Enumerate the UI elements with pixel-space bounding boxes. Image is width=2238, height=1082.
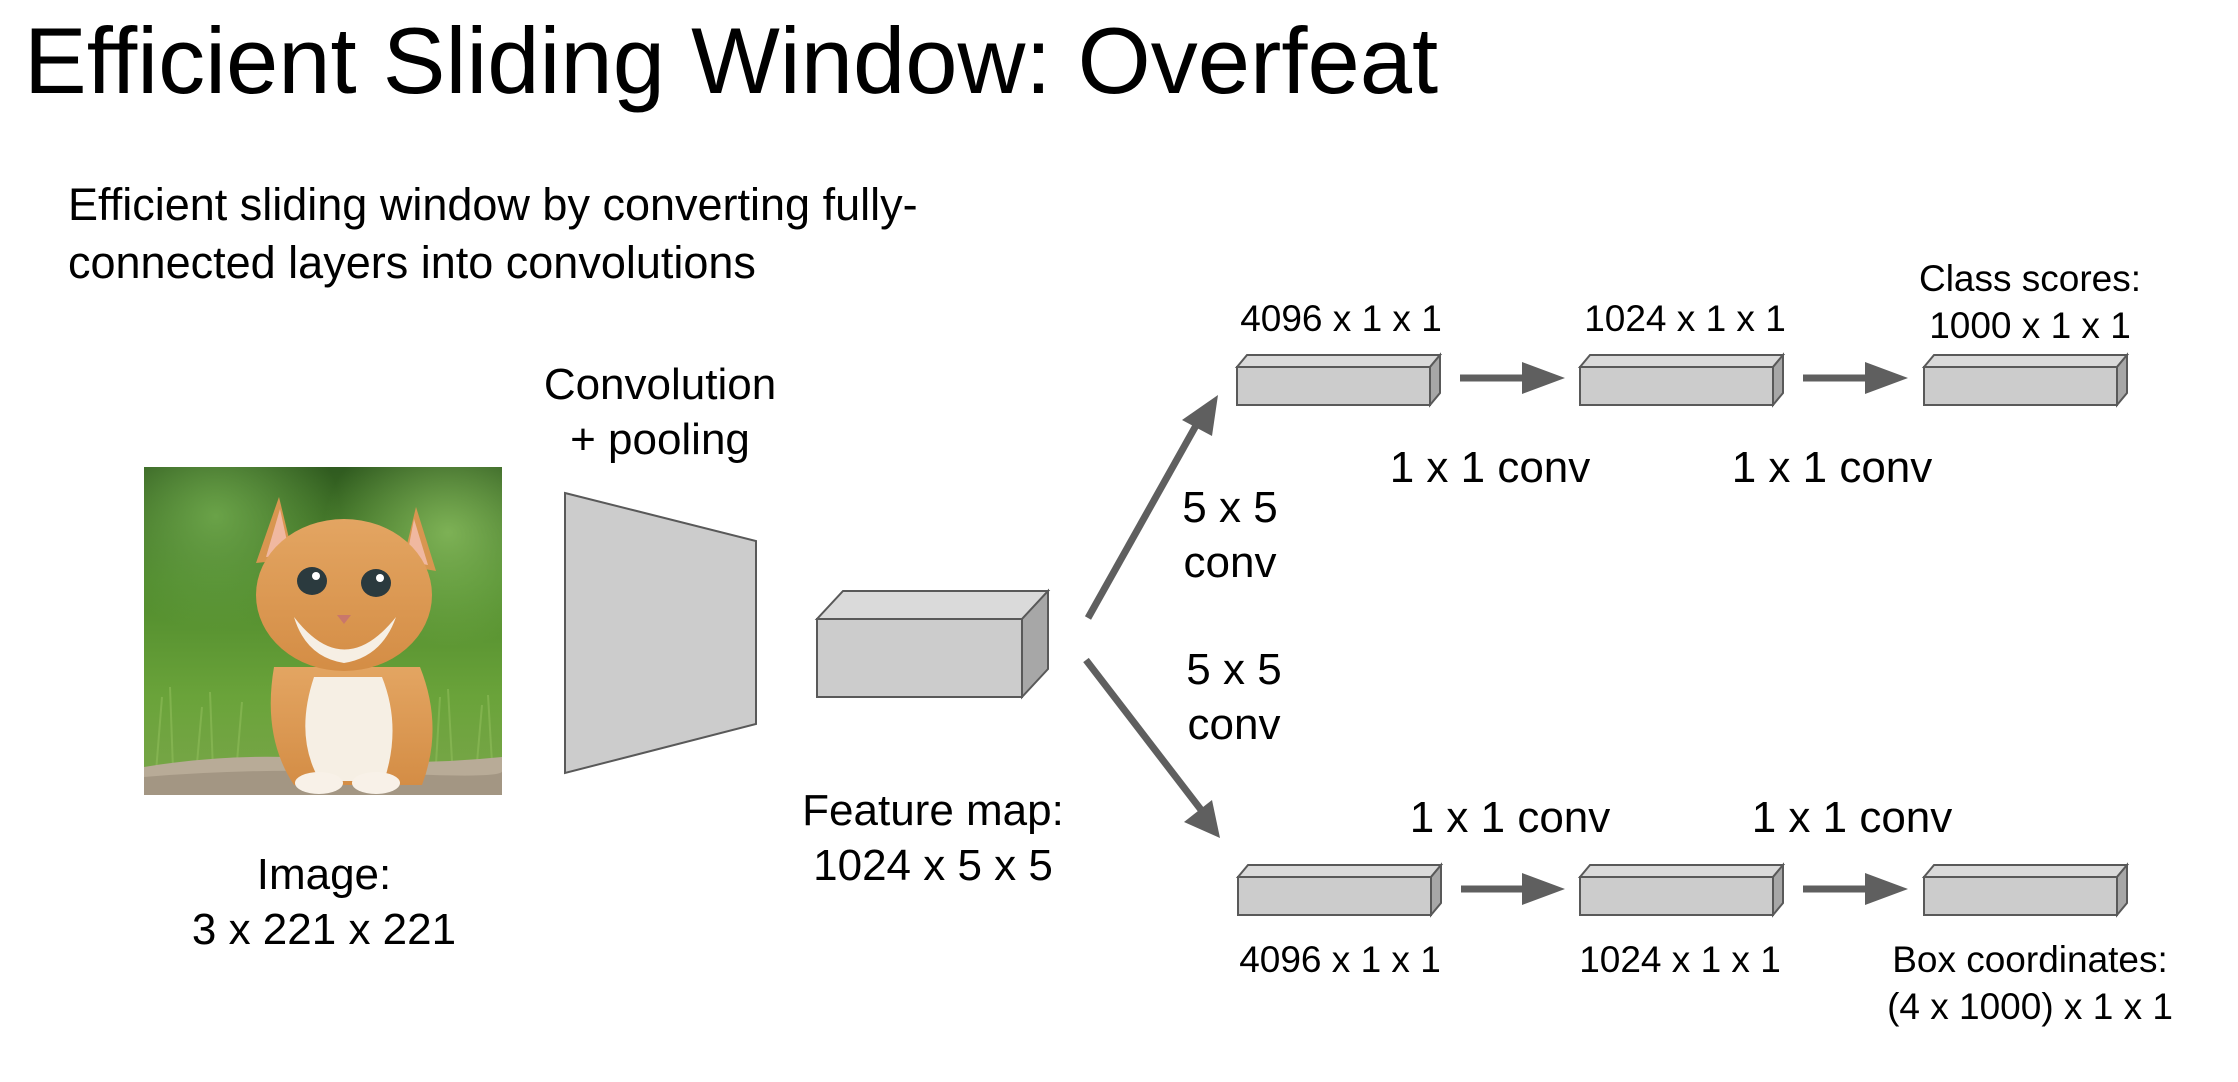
top-box2-label: 1024 x 1 x 1 bbox=[1584, 298, 1786, 339]
top-arrow-1 bbox=[1460, 362, 1565, 394]
bottom-branch-conv-label: 5 x 5 conv bbox=[1154, 642, 1314, 752]
bottom-box2-label: 1024 x 1 x 1 bbox=[1579, 939, 1781, 980]
class-scores-line-1: Class scores: bbox=[1918, 258, 2142, 299]
box-coordinates-line-1: Box coordinates: bbox=[1892, 939, 2168, 980]
top-block-4096 bbox=[1234, 352, 1443, 408]
top-arrow-2 bbox=[1803, 362, 1908, 394]
conv-pooling-label-line-1: Convolution bbox=[543, 360, 777, 409]
feature-map-label-line-2: 1024 x 5 x 5 bbox=[813, 841, 1053, 890]
conv-pooling-label-line-2: + pooling bbox=[570, 415, 750, 464]
branch-arrow-down bbox=[1083, 657, 1220, 838]
bottom-conv2-label: 1 x 1 conv bbox=[1751, 793, 1953, 842]
box-coordinates-line-2: (4 x 1000) x 1 x 1 bbox=[1887, 986, 2173, 1027]
bottom-block-4000 bbox=[1921, 862, 2130, 918]
top-conv2-label: 1 x 1 conv bbox=[1731, 443, 1933, 492]
top-branch-conv-label: 5 x 5 conv bbox=[1150, 480, 1310, 590]
top-branch-conv-line-1: 5 x 5 bbox=[1182, 483, 1278, 532]
conv-pooling-label: Convolution + pooling bbox=[510, 357, 810, 467]
bottom-block-1024 bbox=[1577, 862, 1786, 918]
branch-arrow-up bbox=[1084, 395, 1218, 620]
top-block-1000 bbox=[1921, 352, 2130, 408]
class-scores-line-2: 1000 x 1 x 1 bbox=[1929, 305, 2131, 346]
bottom-block-4096 bbox=[1235, 862, 1444, 918]
image-label-line-1: Image: bbox=[256, 850, 392, 899]
slide-title: Efficient Sliding Window: Overfeat bbox=[24, 8, 1439, 113]
feature-map-block bbox=[814, 588, 1051, 700]
bottom-box1-label: 4096 x 1 x 1 bbox=[1239, 939, 1441, 980]
top-box1-label: 4096 x 1 x 1 bbox=[1240, 298, 1442, 339]
kitten-image bbox=[144, 467, 502, 795]
top-conv1-label: 1 x 1 conv bbox=[1389, 443, 1591, 492]
slide-subtitle: Efficient sliding window by converting f… bbox=[68, 176, 918, 292]
bottom-conv1-label: 1 x 1 conv bbox=[1409, 793, 1611, 842]
feature-map-label: Feature map: 1024 x 5 x 5 bbox=[773, 783, 1093, 893]
bottom-branch-conv-line-1: 5 x 5 bbox=[1186, 645, 1282, 694]
bottom-branch-conv-line-2: conv bbox=[1187, 700, 1281, 749]
bottom-arrow-1 bbox=[1461, 873, 1565, 905]
image-label-line-2: 3 x 221 x 221 bbox=[191, 905, 457, 954]
box-coordinates-label: Box coordinates: (4 x 1000) x 1 x 1 bbox=[1850, 936, 2210, 1030]
conv-pooling-trapezoid bbox=[564, 491, 757, 775]
image-label: Image: 3 x 221 x 221 bbox=[174, 847, 474, 957]
top-block-1024 bbox=[1577, 352, 1786, 408]
bottom-arrow-2 bbox=[1803, 873, 1908, 905]
subtitle-line-2: connected layers into convolutions bbox=[68, 237, 756, 288]
subtitle-line-1: Efficient sliding window by converting f… bbox=[68, 179, 918, 230]
feature-map-label-line-1: Feature map: bbox=[802, 786, 1064, 835]
class-scores-label: Class scores: 1000 x 1 x 1 bbox=[1880, 255, 2180, 349]
top-branch-conv-line-2: conv bbox=[1183, 538, 1277, 587]
